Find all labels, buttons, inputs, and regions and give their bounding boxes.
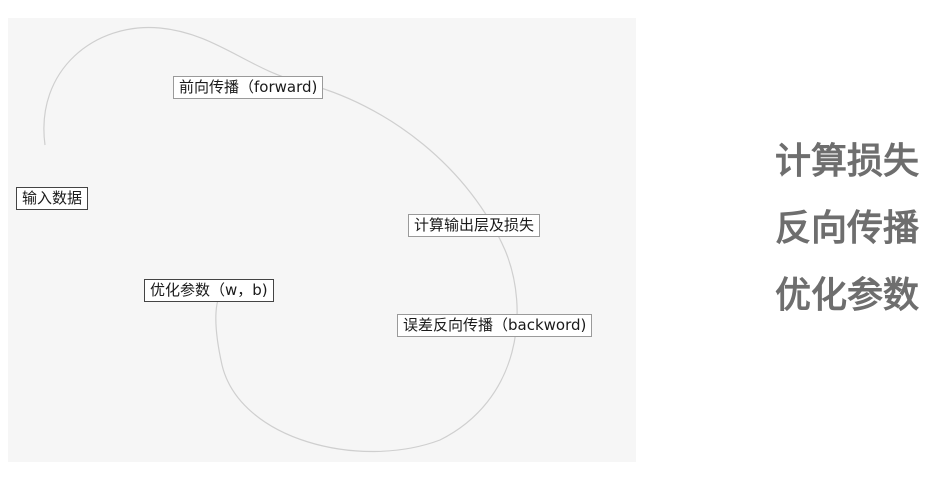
node-optimize[interactable]: 优化参数（w，b): [144, 279, 274, 302]
node-loss-label: 计算输出层及损失: [414, 216, 535, 234]
node-input[interactable]: 输入数据: [16, 187, 89, 210]
node-backward-label: 误差反向传播（backword): [403, 316, 587, 334]
node-optimize-label: 优化参数（w，b): [150, 281, 268, 299]
cycle-path: [43, 26, 518, 453]
node-loss[interactable]: 计算输出层及损失: [408, 214, 541, 237]
side-item-backprop: 反向传播: [774, 208, 919, 249]
side-item-loss: 计算损失: [774, 141, 919, 182]
side-summary-list: 计算损失 反向传播 优化参数: [775, 128, 919, 329]
node-forward-label: 前向传播（forward): [179, 78, 318, 96]
side-item-optimize: 优化参数: [774, 275, 919, 316]
node-forward[interactable]: 前向传播（forward): [173, 76, 324, 99]
node-backward[interactable]: 误差反向传播（backword): [397, 314, 593, 337]
node-input-label: 输入数据: [22, 189, 83, 207]
